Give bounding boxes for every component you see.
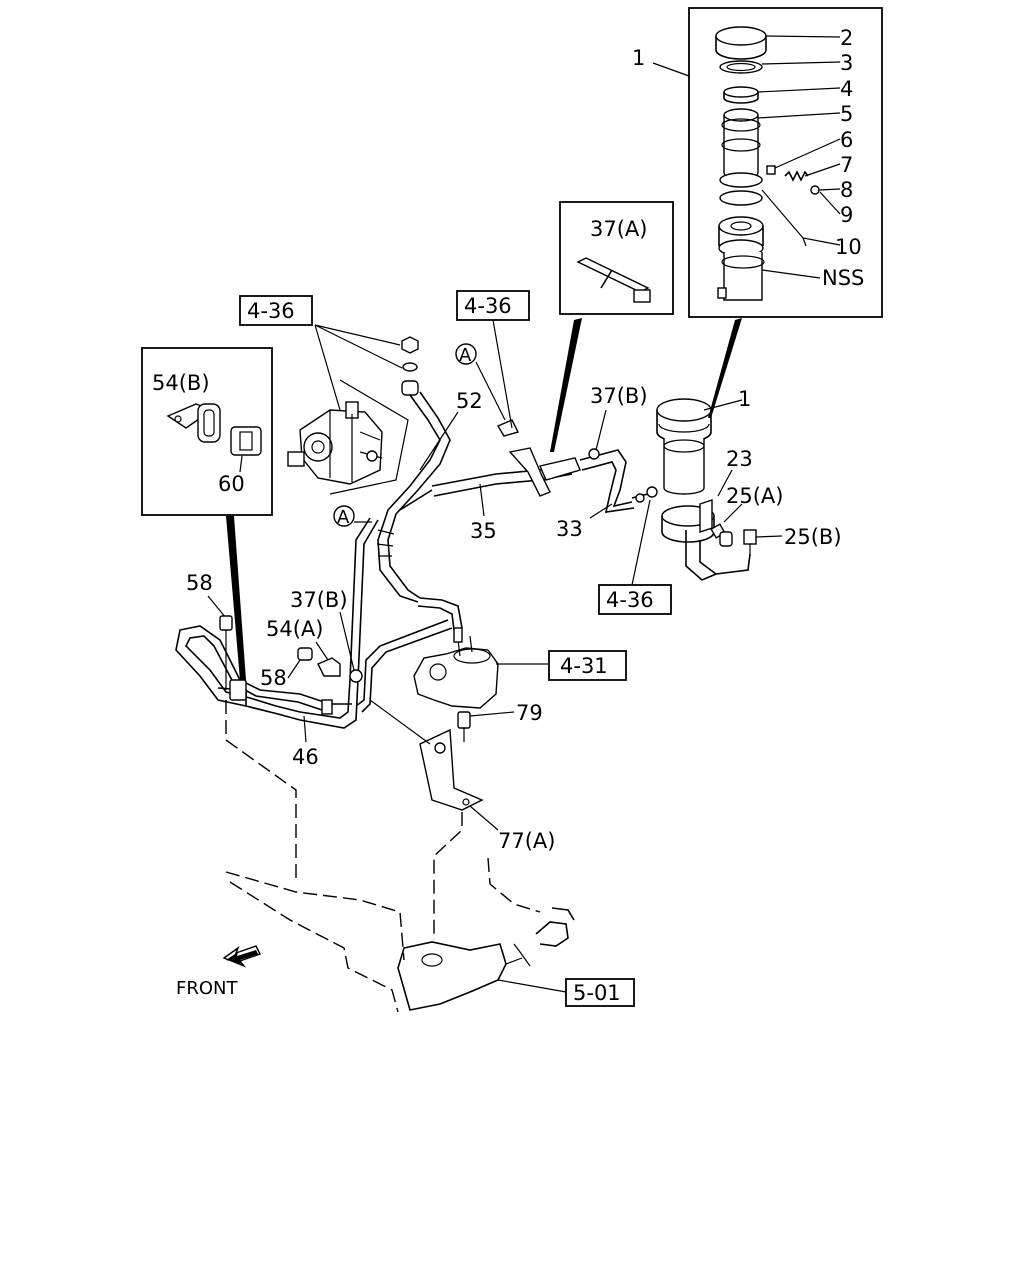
front-label: FRONT: [176, 978, 238, 999]
callout-46: 46: [292, 745, 319, 769]
clip-37a-detail: 37(A): [559, 201, 674, 315]
callout-10: 10: [835, 235, 862, 259]
ref-box-4-36-mid: [456, 290, 530, 321]
callout-9: 9: [840, 203, 853, 227]
ref-4-31: 4-31: [560, 654, 608, 678]
ref-4-36-left: 4-36: [247, 299, 295, 323]
clip-pointer-wedge: [550, 318, 582, 452]
clamp-54a: [317, 657, 341, 677]
reservoir-tank: 1: [656, 387, 751, 495]
bolt-58-mid: [297, 647, 313, 661]
callout-7: 7: [840, 153, 853, 177]
bolt-58-top: [219, 615, 233, 631]
clamp-37b-left: [349, 669, 363, 683]
callout-58-top: 58: [186, 571, 213, 595]
power-steering-pump: [287, 379, 409, 495]
callout-3: 3: [840, 51, 853, 75]
ref-box-4-36-low: [598, 584, 672, 615]
chassis-frame: [225, 700, 575, 1013]
banjo-fittings: [314, 324, 419, 411]
callout-5: 5: [840, 102, 853, 126]
callout-35: 35: [470, 519, 497, 543]
ref-5-01: 5-01: [573, 981, 621, 1005]
hose-assembly: [175, 391, 658, 729]
callout-25a: 25(A): [726, 484, 783, 508]
bracket-77a: 79 77(A): [369, 699, 555, 853]
callout-79: 79: [516, 701, 543, 725]
callout-77a: 77(A): [498, 829, 555, 853]
ref-box-4-36-left: [239, 295, 313, 326]
callout-52: 52: [456, 389, 483, 413]
steering-gear: [413, 627, 548, 709]
callout-58-mid: 58: [260, 666, 287, 690]
callout-54b: 54(B): [152, 371, 210, 395]
front-arrow-icon: [222, 945, 261, 968]
callout-4: 4: [840, 77, 853, 101]
callout-6: 6: [840, 128, 853, 152]
ref-4-36-low: 4-36: [606, 588, 654, 612]
callout-1-detail: 1: [632, 46, 645, 70]
reservoir-exploded-detail: 2 3 4 5 6 7 8 9 10 NSS: [688, 7, 883, 318]
callout-25b: 25(B): [784, 525, 842, 549]
svg-text:A: A: [337, 507, 350, 528]
callout-37b-right: 37(B): [590, 384, 648, 408]
ref-box-4-31: [548, 650, 627, 681]
callout-8: 8: [840, 178, 853, 202]
reference-circle-a-icon: A A: [333, 343, 506, 528]
callout-1-tank: 1: [738, 387, 751, 411]
callout-37a: 37(A): [590, 217, 647, 241]
tank-bracket: 23 25(A) 25(B): [661, 447, 842, 581]
clamp-pointer-wedge: [226, 516, 246, 680]
callout-54a: 54(A): [266, 617, 323, 641]
svg-text:A: A: [459, 345, 472, 366]
clamp-54b-detail: 54(B) 60: [141, 347, 273, 516]
callout-60: 60: [218, 472, 245, 496]
callout-nss: NSS: [822, 266, 864, 290]
ref-4-36-mid: 4-36: [464, 294, 512, 318]
callout-23: 23: [726, 447, 753, 471]
callout-33: 33: [556, 517, 583, 541]
detail-pointer-wedge: [708, 318, 742, 418]
callout-2: 2: [840, 26, 853, 50]
callout-37b-left: 37(B): [290, 588, 348, 612]
ref-box-5-01: [565, 978, 635, 1007]
hose-clip: [496, 419, 520, 437]
